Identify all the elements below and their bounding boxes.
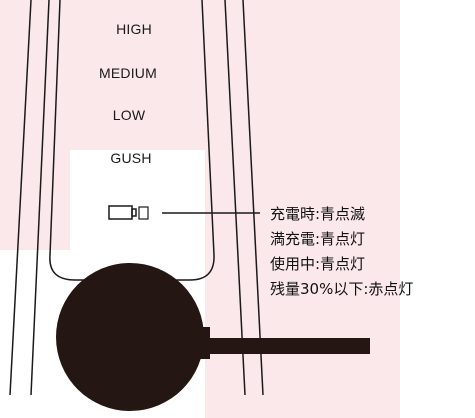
status-full-charge: 満充電:青点灯: [270, 230, 366, 248]
status-charging: 充電時:青点滅: [270, 205, 366, 223]
mode-label-low: LOW: [112, 107, 146, 123]
outer-edge-right-2: [242, 0, 264, 396]
outer-edge-left-2: [30, 0, 50, 396]
outer-edge-right-1: [224, 0, 246, 396]
battery-icon: [108, 205, 149, 221]
mode-label-high: HIGH: [116, 21, 152, 37]
cable-plug: [200, 327, 210, 359]
background-accent-left: [0, 0, 205, 150]
control-panel-outline: [49, 0, 215, 281]
status-low-battery: 残量30%以下:赤点灯: [270, 280, 414, 298]
mode-label-gush: GUSH: [110, 150, 152, 166]
device-base: [56, 263, 204, 411]
background-accent-notch: [0, 150, 70, 250]
mode-label-medium: MEDIUM: [99, 65, 157, 81]
outer-edge-left-1: [9, 0, 32, 396]
cable: [210, 338, 370, 354]
status-in-use: 使用中:青点灯: [270, 255, 366, 273]
